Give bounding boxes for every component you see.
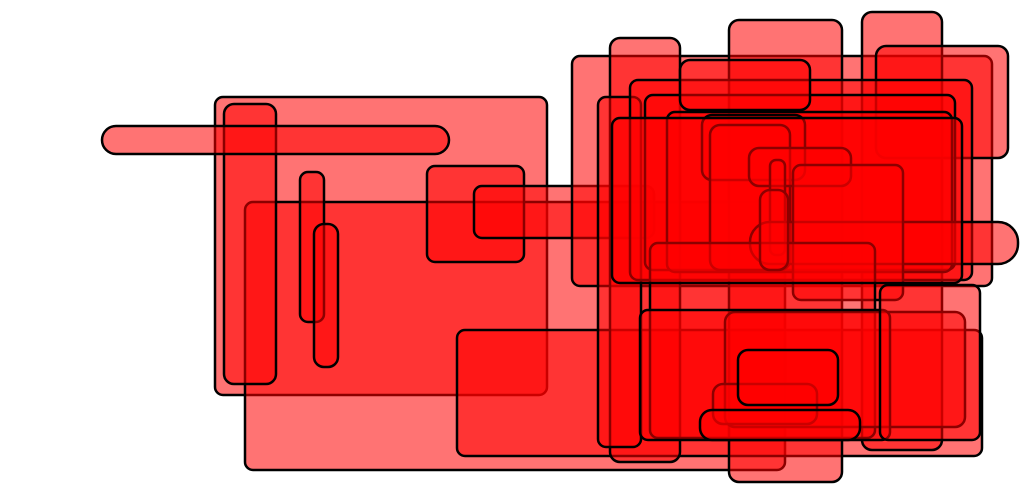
rounded-rectangle [678, 58, 812, 112]
rounded-rectangle [100, 124, 451, 156]
rounded-rectangle [878, 283, 982, 442]
rounded-rectangle [312, 222, 340, 369]
rounded-rectangle [698, 408, 862, 442]
rounded-rectangle [610, 116, 964, 285]
rounded-rectangle [736, 348, 840, 407]
shape-group [100, 10, 1020, 484]
rounded-rectangle [222, 102, 278, 386]
